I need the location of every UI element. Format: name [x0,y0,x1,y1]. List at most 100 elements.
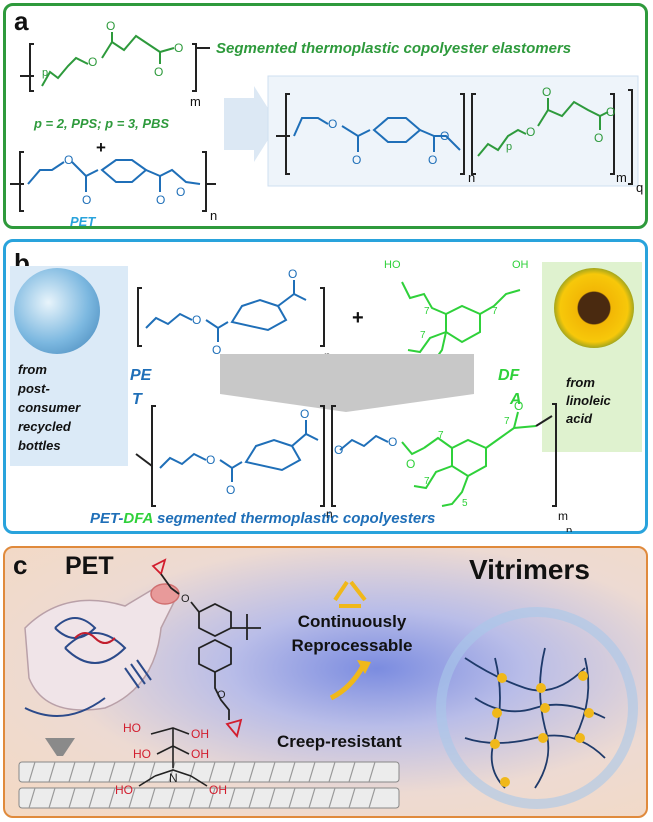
creep-arrow-icon [329,664,366,701]
vitrimer-network [464,647,606,789]
reprocessable-text: Reprocessable [291,636,413,655]
df-label: DF [498,367,521,384]
epoxy-structure [151,558,261,738]
o-label-a4: O [174,41,183,55]
o-b10: O [514,399,523,413]
panel-a-structures: p O O O O m p = 2, PPS; p = 3, PBS + O O… [10,19,643,226]
pps-pbs-note: p = 2, PPS; p = 3, PBS [33,116,169,131]
footer-dfa: DFA [123,510,153,527]
copolymer-structure-b [135,403,557,507]
seven-b2: 7 [492,306,498,317]
panel-b-structures: O O O n PE T + HO OH 7 7 7 5 DF A [130,259,572,532]
reaction-arrow-a [224,86,278,162]
sub-p-a: p [42,67,48,79]
bottles-caption-line1: from [18,362,47,377]
panel-c-label: c [13,550,28,580]
t-label: T [132,391,143,408]
funnel-icon [45,738,75,756]
o-label-pet2: O [82,193,91,207]
bottles-caption: from post- consumer recycled bottles [18,360,80,455]
vitrimer-cycle-ring [436,607,638,809]
panel-b-footer: PET-DFA segmented thermoplastic copolyes… [90,510,435,527]
dfa-structure [401,281,521,367]
pps-pbs-structure [20,32,210,92]
creep-arrow-head [357,660,371,674]
footer-dash: - [118,510,124,527]
amine-structure [138,727,208,787]
oh-c2: OH [191,747,209,761]
o-b6: O [300,407,309,421]
sub-m-prod: m [616,170,627,185]
sub-m-b: m [558,509,568,523]
o-b4: O [206,453,215,467]
pet-structure-b [137,280,325,347]
pet-title-c: PET [65,552,114,580]
o-b8: O [388,435,397,449]
seven-b6: 7 [424,476,430,487]
bottles-caption-line4: recycled [18,419,71,434]
o-prod8: O [606,105,615,119]
ho-c2: HO [133,747,151,761]
o-b5: O [226,483,235,497]
panel-b: b from post- consumer recycled bottles f… [3,239,648,534]
sub-p-b: p [566,525,572,532]
bottles-caption-line5: bottles [18,438,61,453]
five-b2: 5 [462,498,468,509]
panel-a-label: a [14,6,29,36]
seven-b1: 7 [424,306,430,317]
bottles-caption-line3: consumer [18,400,81,415]
o-label-pet4: O [176,185,185,199]
ho-c3: HO [115,783,133,797]
linoleic-caption: from linoleic acid [566,374,611,428]
crosslink-nodes [490,671,594,787]
sub-m-a: m [190,94,201,109]
panel-a: a Segmented thermoplastic copolyester el… [3,3,648,229]
seven-b3: 7 [420,330,426,341]
reaction-arrow-b [220,354,474,412]
n-atom: N [169,771,178,785]
linoleic-caption-line1: from [566,375,595,390]
o-prod2: O [352,153,361,167]
sub-n-b2: n [326,507,333,521]
sub-n-prod: n [468,170,475,185]
sunflower-photo [554,268,634,348]
pe-label: PE [130,367,153,384]
o-label-a1: O [88,55,97,69]
o-c2: O [217,689,226,701]
o-label-pet1: O [64,153,73,167]
ho-c1: HO [123,721,141,735]
panel-c: c PET Vitrimers [3,546,648,818]
oh-label-b: OH [512,259,529,271]
footer-rest: segmented thermoplastic copolyesters [152,510,436,527]
reprocess-cycle-icon [333,580,367,608]
pet-label-a: PET [70,214,96,226]
sub-p-prod: p [506,141,512,153]
bottle-illustration [24,583,180,717]
linoleic-caption-line3: acid [566,411,593,426]
a-label: A [509,391,522,408]
reprocessable-label: Continuously Reprocessable [287,610,417,658]
o-label-a2: O [106,19,115,33]
o-label-pet3: O [156,193,165,207]
o-c1: O [181,593,190,605]
vitrimers-title: Vitrimers [469,554,590,585]
oh-c3: OH [209,783,227,797]
seven-b5: 7 [504,416,510,427]
o-prod3: O [428,153,437,167]
linoleic-caption-line2: linoleic [566,393,611,408]
creep-resistant-label: Creep-resistant [277,732,402,751]
pet-structure [10,151,216,212]
o-b3: O [288,267,297,281]
o-prod7: O [594,131,603,145]
bottles-photo [14,268,100,354]
o-prod6: O [542,85,551,99]
o-prod4: O [440,129,449,143]
ho-label-b: HO [384,259,401,271]
seven-b4: 7 [438,430,444,441]
bottles-caption-line2: post- [18,381,50,396]
continuously-text: Continuously [297,612,407,631]
oh-c1: OH [191,727,209,741]
copolymer-structure-a [276,89,633,185]
product-box-a [267,75,639,187]
plus-b: + [352,307,364,329]
